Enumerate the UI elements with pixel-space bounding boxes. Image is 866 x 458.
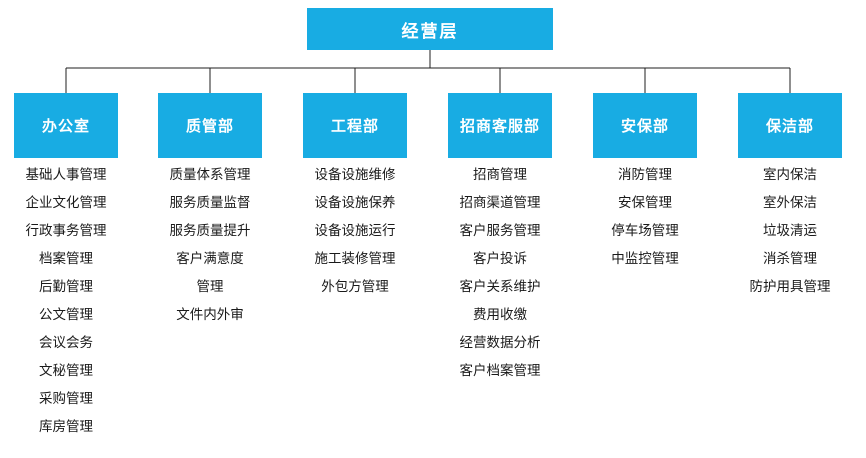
department-items: 基础人事管理企业文化管理行政事务管理档案管理后勤管理公文管理会议会务文秘管理采购…	[0, 161, 138, 441]
department-item: 会议会务	[39, 335, 93, 350]
root-node-label: 经营层	[401, 21, 459, 41]
department-item: 费用收缴	[473, 307, 527, 322]
department-name: 质管部	[185, 118, 234, 135]
department-name: 办公室	[41, 118, 90, 135]
department-item: 消杀管理	[763, 251, 817, 266]
department-name: 工程部	[330, 118, 379, 135]
department-item: 招商管理	[473, 167, 527, 182]
department-header: 工程部	[303, 93, 407, 158]
department-item: 客户关系维护	[459, 279, 541, 294]
department-item: 安保管理	[618, 195, 672, 210]
department-item: 消防管理	[618, 167, 672, 182]
department-name: 安保部	[620, 118, 669, 135]
department-node: 质管部 质量体系管理服务质量监督服务质量提升客户满意度管理文件内外审	[138, 93, 282, 329]
department-items: 消防管理安保管理停车场管理中监控管理	[573, 161, 717, 273]
department-item: 防护用具管理	[749, 279, 831, 294]
department-item: 文秘管理	[39, 363, 93, 378]
department-header: 办公室	[14, 93, 118, 158]
department-name: 保洁部	[765, 118, 814, 135]
department-items: 室内保洁室外保洁垃圾清运消杀管理防护用具管理	[718, 161, 862, 301]
department-item: 质量体系管理	[169, 167, 251, 182]
department-item: 施工装修管理	[314, 251, 396, 266]
department-item: 公文管理	[39, 307, 93, 322]
department-item: 行政事务管理	[25, 223, 107, 238]
department-item: 外包方管理	[321, 279, 389, 294]
department-header: 保洁部	[738, 93, 842, 158]
department-item: 垃圾清运	[763, 223, 817, 238]
department-item: 文件内外审	[176, 307, 244, 322]
department-item: 采购管理	[39, 391, 93, 406]
department-item: 企业文化管理	[25, 195, 107, 210]
department-item: 基础人事管理	[25, 167, 107, 182]
department-node: 安保部 消防管理安保管理停车场管理中监控管理	[573, 93, 717, 273]
department-item: 管理	[196, 279, 224, 294]
department-item: 服务质量监督	[169, 195, 251, 210]
department-item: 设备设施运行	[314, 223, 396, 238]
department-item: 室外保洁	[763, 195, 817, 210]
department-node: 招商客服部 招商管理招商渠道管理客户服务管理客户投诉客户关系维护费用收缴经营数据…	[428, 93, 572, 385]
department-header: 质管部	[158, 93, 262, 158]
department-item: 后勤管理	[39, 279, 93, 294]
department-node: 工程部 设备设施维修设备设施保养设备设施运行施工装修管理外包方管理	[283, 93, 427, 301]
department-item: 设备设施维修	[314, 167, 396, 182]
department-items: 招商管理招商渠道管理客户服务管理客户投诉客户关系维护费用收缴经营数据分析客户档案…	[428, 161, 572, 385]
department-item: 招商渠道管理	[459, 195, 541, 210]
department-items: 质量体系管理服务质量监督服务质量提升客户满意度管理文件内外审	[138, 161, 282, 329]
department-item: 室内保洁	[763, 167, 817, 182]
department-header: 招商客服部	[448, 93, 552, 158]
department-item: 中监控管理	[611, 251, 679, 266]
department-item: 档案管理	[39, 251, 93, 266]
department-item: 经营数据分析	[459, 335, 541, 350]
department-item: 客户投诉	[473, 251, 527, 266]
department-node: 保洁部 室内保洁室外保洁垃圾清运消杀管理防护用具管理	[718, 93, 862, 301]
department-items: 设备设施维修设备设施保养设备设施运行施工装修管理外包方管理	[283, 161, 427, 301]
department-item: 服务质量提升	[169, 223, 251, 238]
department-item: 设备设施保养	[314, 195, 396, 210]
department-node: 办公室 基础人事管理企业文化管理行政事务管理档案管理后勤管理公文管理会议会务文秘…	[0, 93, 138, 441]
department-item: 客户服务管理	[459, 223, 541, 238]
root-node: 经营层	[307, 8, 553, 50]
department-item: 库房管理	[39, 419, 93, 434]
department-item: 客户满意度	[176, 251, 244, 266]
department-item: 客户档案管理	[459, 363, 541, 378]
department-header: 安保部	[593, 93, 697, 158]
department-item: 停车场管理	[611, 223, 679, 238]
department-name: 招商客服部	[459, 118, 540, 135]
